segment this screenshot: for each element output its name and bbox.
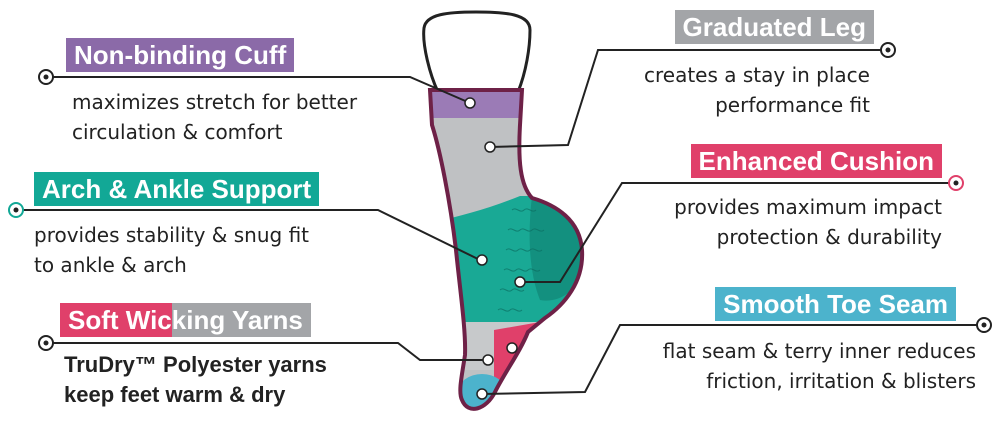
cushion-description: provides maximum impact protection & dur… [674, 192, 942, 252]
hanger-loop [422, 10, 532, 93]
leader-arch [16, 209, 481, 261]
leader-wicking [46, 342, 488, 361]
arch-description: provides stability & snug fit to ankle &… [34, 220, 309, 280]
toe-line-1: flat seam & terry inner reduces [662, 339, 976, 363]
sock-outline [427, 88, 585, 411]
cushion-line-2: protection & durability [716, 225, 942, 249]
wicking-title-part-2: king Yarns [171, 303, 311, 337]
toe-title: Smooth Toe Seam [715, 287, 956, 321]
toe-description: flat seam & terry inner reduces friction… [663, 336, 976, 396]
arch-line-2: to ankle & arch [34, 253, 187, 277]
leg-title: Graduated Leg [674, 10, 874, 44]
wicking-title-part-1: Soft Wic [60, 303, 172, 337]
wicking-line-2: keep feet warm & dry [64, 382, 286, 407]
cuff-description: maximizes stretch for better circulation… [72, 87, 357, 147]
cuff-title: Non-binding Cuff [66, 38, 295, 72]
toe-line-2: friction, irritation & blisters [706, 369, 976, 393]
cushion-line-1: provides maximum impact [674, 195, 942, 219]
leader-cushion [520, 182, 956, 283]
cushion-texture [497, 208, 545, 312]
cuff-line-2: circulation & comfort [72, 120, 283, 144]
wicking-description: TruDry™ Polyester yarns keep feet warm &… [64, 350, 327, 410]
arch-line-1: provides stability & snug fit [34, 223, 310, 247]
leg-line-1: creates a stay in place [644, 63, 870, 87]
zone-arch [430, 196, 583, 322]
wicking-line-1: TruDry™ Polyester yarns [64, 352, 327, 377]
leader-leg [489, 49, 888, 148]
arch-title: Arch & Ankle Support [34, 172, 320, 206]
leg-description: creates a stay in place performance fit [644, 60, 870, 120]
wicking-title: Soft Wic king Yarns [60, 303, 311, 337]
cuff-line-1: maximizes stretch for better [72, 90, 358, 114]
leader-cuff [46, 76, 471, 104]
leader-markers [8, 42, 992, 351]
sock-target-dots [464, 97, 526, 400]
leg-line-2: performance fit [715, 93, 870, 117]
leader-toe [481, 324, 984, 395]
cushion-title: Enhanced Cushion [690, 144, 942, 178]
